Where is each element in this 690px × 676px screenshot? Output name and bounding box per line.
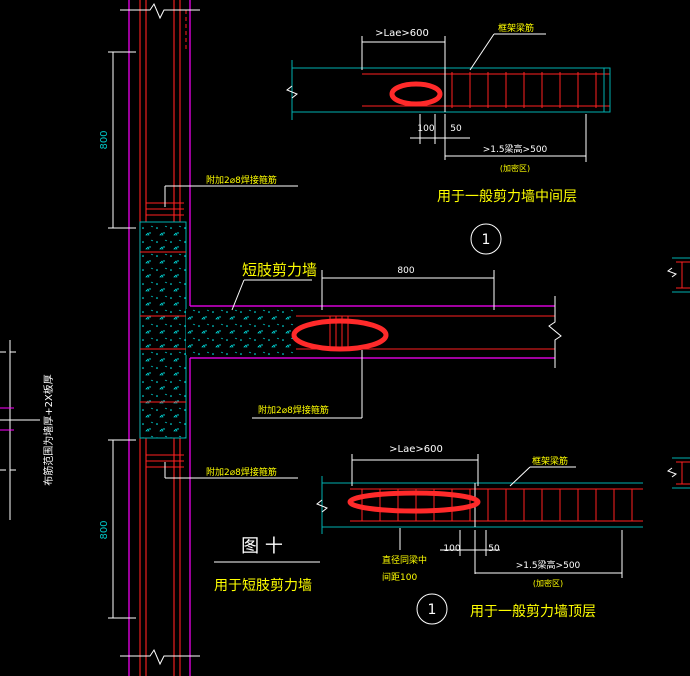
column-leader-upper-text: 附加2⌀8焊接箍筋 — [206, 174, 277, 186]
middle-beam — [140, 296, 562, 368]
top-leader-frame-beam: 框架梁筋 — [469, 22, 546, 71]
bottom-note-leader: 直径同梁中 间距100 — [382, 528, 427, 583]
top-dim-dense-text: >1.5梁高>500 — [483, 143, 548, 155]
middle-dim-800-text: 800 — [397, 266, 414, 276]
figure-title: 图 十 — [241, 536, 283, 557]
wall-label: 短肢剪力墙 — [231, 261, 317, 311]
middle-leader-text: 附加2⌀8焊接箍筋 — [258, 404, 329, 416]
middle-leader-added-bars: 附加2⌀8焊接箍筋 — [252, 350, 363, 419]
column-leader-lower-text: 附加2⌀8焊接箍筋 — [206, 466, 277, 478]
top-caption: 用于一般剪力墙中间层 — [437, 189, 577, 205]
bottom-circle-number-text: 1 — [428, 602, 437, 618]
top-circle-number-text: 1 — [482, 232, 491, 248]
column-dimension-lower: 800 — [99, 439, 136, 619]
left-edge-fragment: 布筋范围为墙厚+2X板厚 — [0, 340, 55, 520]
top-dim-50: 50 — [450, 124, 462, 134]
top-beam — [286, 60, 611, 120]
bottom-dim-100: 100 — [443, 544, 460, 554]
top-dense-zone-text: (加密区) — [500, 163, 530, 173]
bottom-dimension-anchor: >Lae>600 — [351, 444, 479, 486]
top-dim-anchor-text: >Lae>600 — [375, 28, 429, 39]
bottom-dim-dense-text: >1.5梁高>500 — [516, 559, 581, 571]
column-leader-upper: 附加2⌀8焊接箍筋 — [164, 174, 298, 207]
highlight-ellipse-middle — [291, 318, 389, 352]
highlight-ellipse-top — [389, 81, 443, 107]
column-dim-upper-text: 800 — [99, 130, 110, 149]
top-circle-number: 1 — [470, 223, 502, 255]
top-dimension-dense: >1.5梁高>500 (加密区) — [445, 114, 587, 173]
bottom-circle-number: 1 — [416, 593, 448, 625]
bottom-dim-anchor-text: >Lae>600 — [389, 444, 443, 455]
bottom-note-line2: 间距100 — [382, 571, 417, 583]
column-leader-lower: 附加2⌀8焊接箍筋 — [164, 462, 298, 479]
bottom-leader-text: 框架梁筋 — [532, 455, 568, 467]
right-edge-fragment-2 — [666, 457, 690, 489]
right-edge-fragment-1 — [666, 257, 690, 293]
top-dim-100: 100 — [417, 124, 434, 134]
top-dimension-100-50: 100 50 — [410, 114, 470, 160]
top-dimension-anchor: >Lae>600 — [361, 28, 446, 70]
column-dim-lower-text: 800 — [99, 520, 110, 539]
bottom-note-line1: 直径同梁中 — [382, 554, 427, 566]
bottom-dimension-100-50: 100 50 — [440, 530, 500, 574]
bottom-dim-50: 50 — [488, 544, 500, 554]
highlight-ellipse-bottom — [347, 490, 481, 514]
top-leader-text: 框架梁筋 — [498, 22, 534, 34]
bottom-beam — [316, 476, 643, 534]
column-dimension-upper: 800 — [99, 51, 136, 229]
side-note-text: 布筋范围为墙厚+2X板厚 — [42, 374, 55, 486]
middle-dimension-800: 800 — [321, 266, 495, 310]
bottom-leader-frame-beam: 框架梁筋 — [509, 455, 576, 487]
wall-label-text: 短肢剪力墙 — [242, 261, 317, 279]
bottom-dimension-dense: >1.5梁高>500 (加密区) — [475, 530, 623, 588]
bottom-dense-zone-text: (加密区) — [533, 578, 563, 588]
top-stirrups — [451, 72, 597, 108]
bottom-caption: 用于一般剪力墙顶层 — [470, 604, 596, 620]
figure-caption: 用于短肢剪力墙 — [214, 578, 312, 594]
